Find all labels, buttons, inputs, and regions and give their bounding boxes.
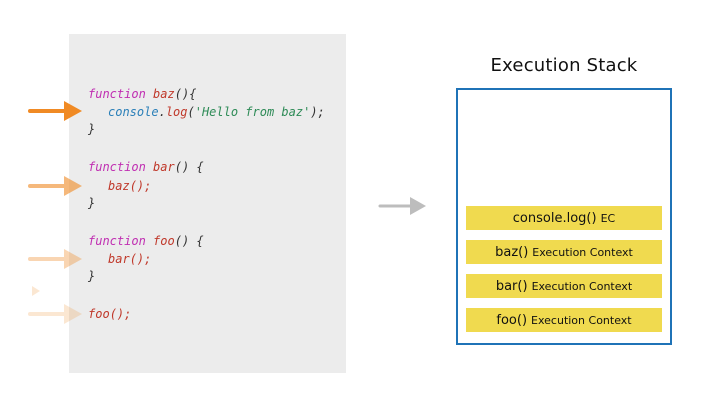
brace: } bbox=[88, 196, 96, 210]
pointer-arrow-foo-call bbox=[28, 286, 82, 324]
function-call: foo bbox=[88, 307, 110, 321]
code-panel bbox=[69, 34, 346, 373]
pointer-arrow-baz bbox=[28, 101, 82, 121]
code-line-baz-call: baz(); bbox=[108, 179, 151, 193]
pointer-arrow-bar bbox=[28, 176, 82, 196]
function-name: bar bbox=[153, 160, 175, 174]
frame-sublabel: Execution Context bbox=[531, 313, 632, 327]
code-line-close-brace: } bbox=[88, 196, 95, 210]
stack-frame-foo: foo()Execution Context bbox=[466, 308, 662, 332]
pointer-arrow-foo bbox=[28, 249, 82, 269]
code-line-console-log: console.log('Hello from baz'); bbox=[108, 105, 325, 119]
stack-frame-console-log: console.log()EC bbox=[466, 206, 662, 230]
method-name: log bbox=[165, 105, 188, 119]
punctuation: (); bbox=[129, 252, 152, 266]
keyword: function bbox=[88, 234, 146, 248]
punctuation: ( bbox=[187, 105, 195, 119]
code-line-close-brace: } bbox=[88, 122, 95, 136]
keyword: function bbox=[88, 160, 146, 174]
function-name: foo bbox=[153, 234, 175, 248]
code-line-bar-declaration: function bar() { bbox=[88, 160, 204, 174]
frame-sublabel: Execution Context bbox=[532, 245, 633, 259]
frame-label: baz() bbox=[495, 244, 529, 260]
brace: } bbox=[88, 269, 96, 283]
punctuation: () { bbox=[174, 160, 204, 174]
object-name: console bbox=[108, 105, 159, 119]
punctuation: () { bbox=[174, 234, 204, 248]
frame-label: bar() bbox=[495, 278, 528, 294]
frame-label: foo() bbox=[496, 312, 528, 328]
punctuation: ); bbox=[310, 105, 325, 119]
function-call: bar bbox=[108, 252, 130, 266]
brace: } bbox=[88, 122, 96, 136]
stack-frame-bar: bar()Execution Context bbox=[466, 274, 662, 298]
code-line-foo-call: foo(); bbox=[88, 307, 131, 321]
punctuation: (){ bbox=[174, 87, 197, 101]
punctuation: . bbox=[158, 105, 166, 119]
frame-label: console.log() bbox=[512, 210, 597, 226]
code-line-foo-declaration: function foo() { bbox=[88, 234, 204, 248]
stack-title: Execution Stack bbox=[490, 55, 638, 76]
function-call: baz bbox=[108, 179, 130, 193]
function-name: baz bbox=[153, 87, 175, 101]
code-line-baz-declaration: function baz(){ bbox=[88, 87, 196, 101]
code-line-close-brace: } bbox=[88, 269, 95, 283]
frame-sublabel: Execution Context bbox=[531, 279, 633, 293]
stack-frame-baz: baz()Execution Context bbox=[466, 240, 662, 264]
frame-sublabel: EC bbox=[600, 211, 616, 225]
keyword: function bbox=[88, 87, 146, 101]
code-line-bar-call: bar(); bbox=[108, 252, 151, 266]
punctuation: (); bbox=[129, 179, 152, 193]
flow-arrow bbox=[378, 197, 426, 215]
string-literal: 'Hello from baz' bbox=[194, 105, 311, 119]
punctuation: (); bbox=[109, 307, 132, 321]
